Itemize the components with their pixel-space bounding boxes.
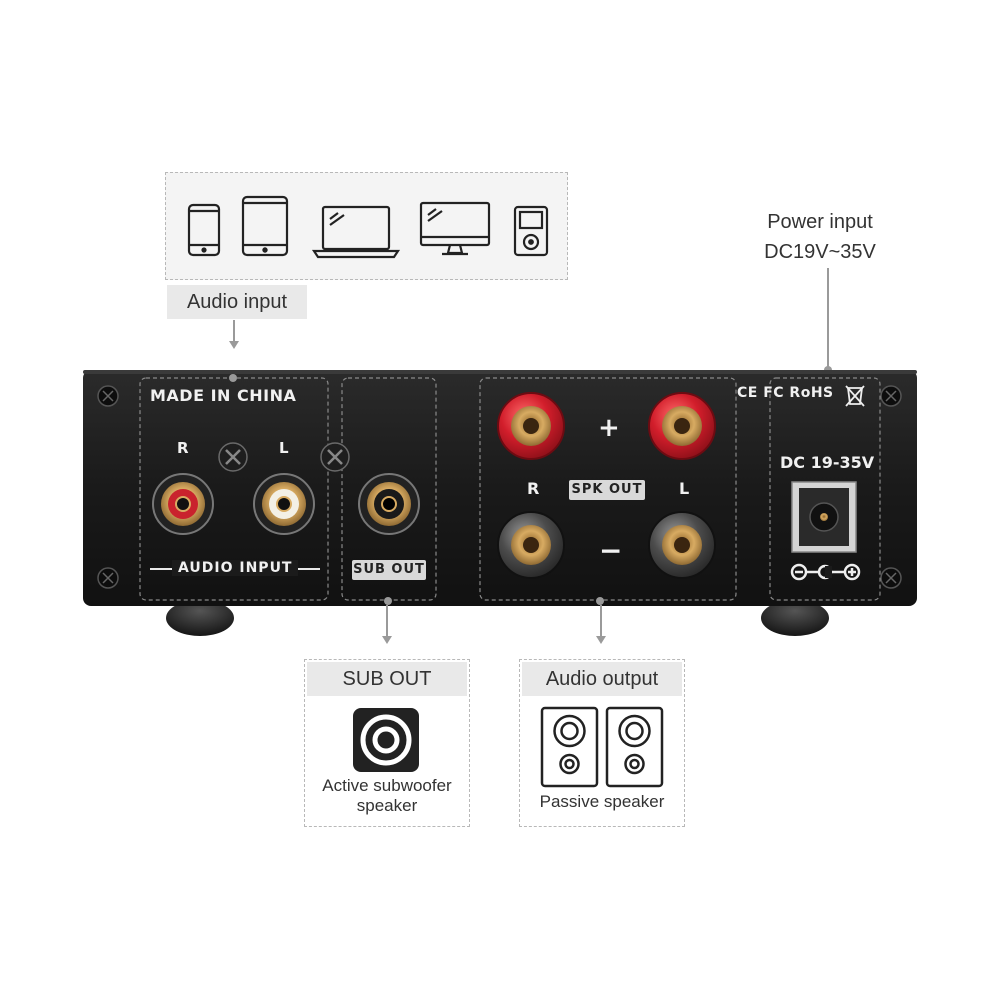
rca-sub-jack: [358, 473, 420, 535]
sub-out-caption-line2: speaker: [356, 796, 418, 815]
audio-input-panel-label: AUDIO INPUT: [172, 560, 299, 576]
audio-input-leader: [233, 320, 235, 342]
sub-out-arrow: [382, 636, 392, 644]
rca-right-jack: [152, 473, 214, 535]
subwoofer-icon: [353, 708, 419, 772]
speaker-post-l-plus: [648, 392, 716, 460]
weee-bin-icon: [845, 385, 865, 407]
audio-input-r-label: R: [177, 439, 189, 457]
audio-output-callout-box: Audio output Passive speaker: [519, 659, 685, 827]
power-input-leader: [827, 268, 829, 368]
audio-input-l-label: L: [279, 439, 289, 457]
left-foot: [166, 600, 234, 636]
audio-output-caption: Passive speaker: [539, 792, 665, 811]
speaker-minus-sign: −: [599, 534, 623, 567]
audio-source-icons: [187, 195, 549, 259]
certification-marks: CE FC RoHS: [737, 385, 834, 401]
rca-left-jack: [253, 473, 315, 535]
sub-out-panel-label: SUB OUT: [352, 560, 426, 580]
power-input-voltage: DC19V~35V: [764, 241, 876, 263]
speaker-l-label: L: [679, 479, 690, 498]
monitor-icon: [419, 201, 491, 256]
laptop-icon: [311, 205, 401, 259]
sub-out-caption-line1: Active subwoofer: [322, 776, 452, 795]
sub-out-callout-box: SUB OUT Active subwoofer speaker: [304, 659, 470, 827]
audio-output-callout-title: Audio output: [522, 662, 682, 696]
speaker-r-label: R: [527, 479, 540, 498]
right-foot: [761, 600, 829, 636]
power-input-callout: Power input DC19V~35V: [740, 207, 900, 267]
sub-out-leader: [386, 605, 388, 638]
speaker-post-r-plus: [497, 392, 565, 460]
power-input-title: Power input: [767, 211, 873, 233]
audio-source-devices-box: [165, 172, 568, 280]
audio-input-arrow: [229, 341, 239, 349]
spk-out-panel-label: SPK OUT: [569, 480, 645, 500]
dc-voltage-panel-label: DC 19-35V: [780, 453, 875, 472]
audio-output-leader: [600, 605, 602, 638]
music-player-icon: [513, 205, 549, 257]
audio-input-callout: Audio input: [167, 285, 307, 319]
speaker-post-l-minus: [648, 511, 716, 579]
tablet-icon: [241, 195, 289, 257]
passive-speakers-icon: [540, 706, 664, 788]
amplifier-rear-panel: [83, 370, 917, 636]
dc-power-jack: [791, 481, 857, 553]
speaker-plus-sign: +: [598, 413, 620, 443]
power-section: [769, 377, 881, 601]
sub-out-callout-title: SUB OUT: [307, 662, 467, 696]
phone-icon: [187, 203, 221, 257]
speaker-post-r-minus: [497, 511, 565, 579]
speaker-output-section: [479, 377, 737, 601]
audio-output-arrow: [596, 636, 606, 644]
made-in-china-text: MADE IN CHINA: [150, 386, 297, 405]
